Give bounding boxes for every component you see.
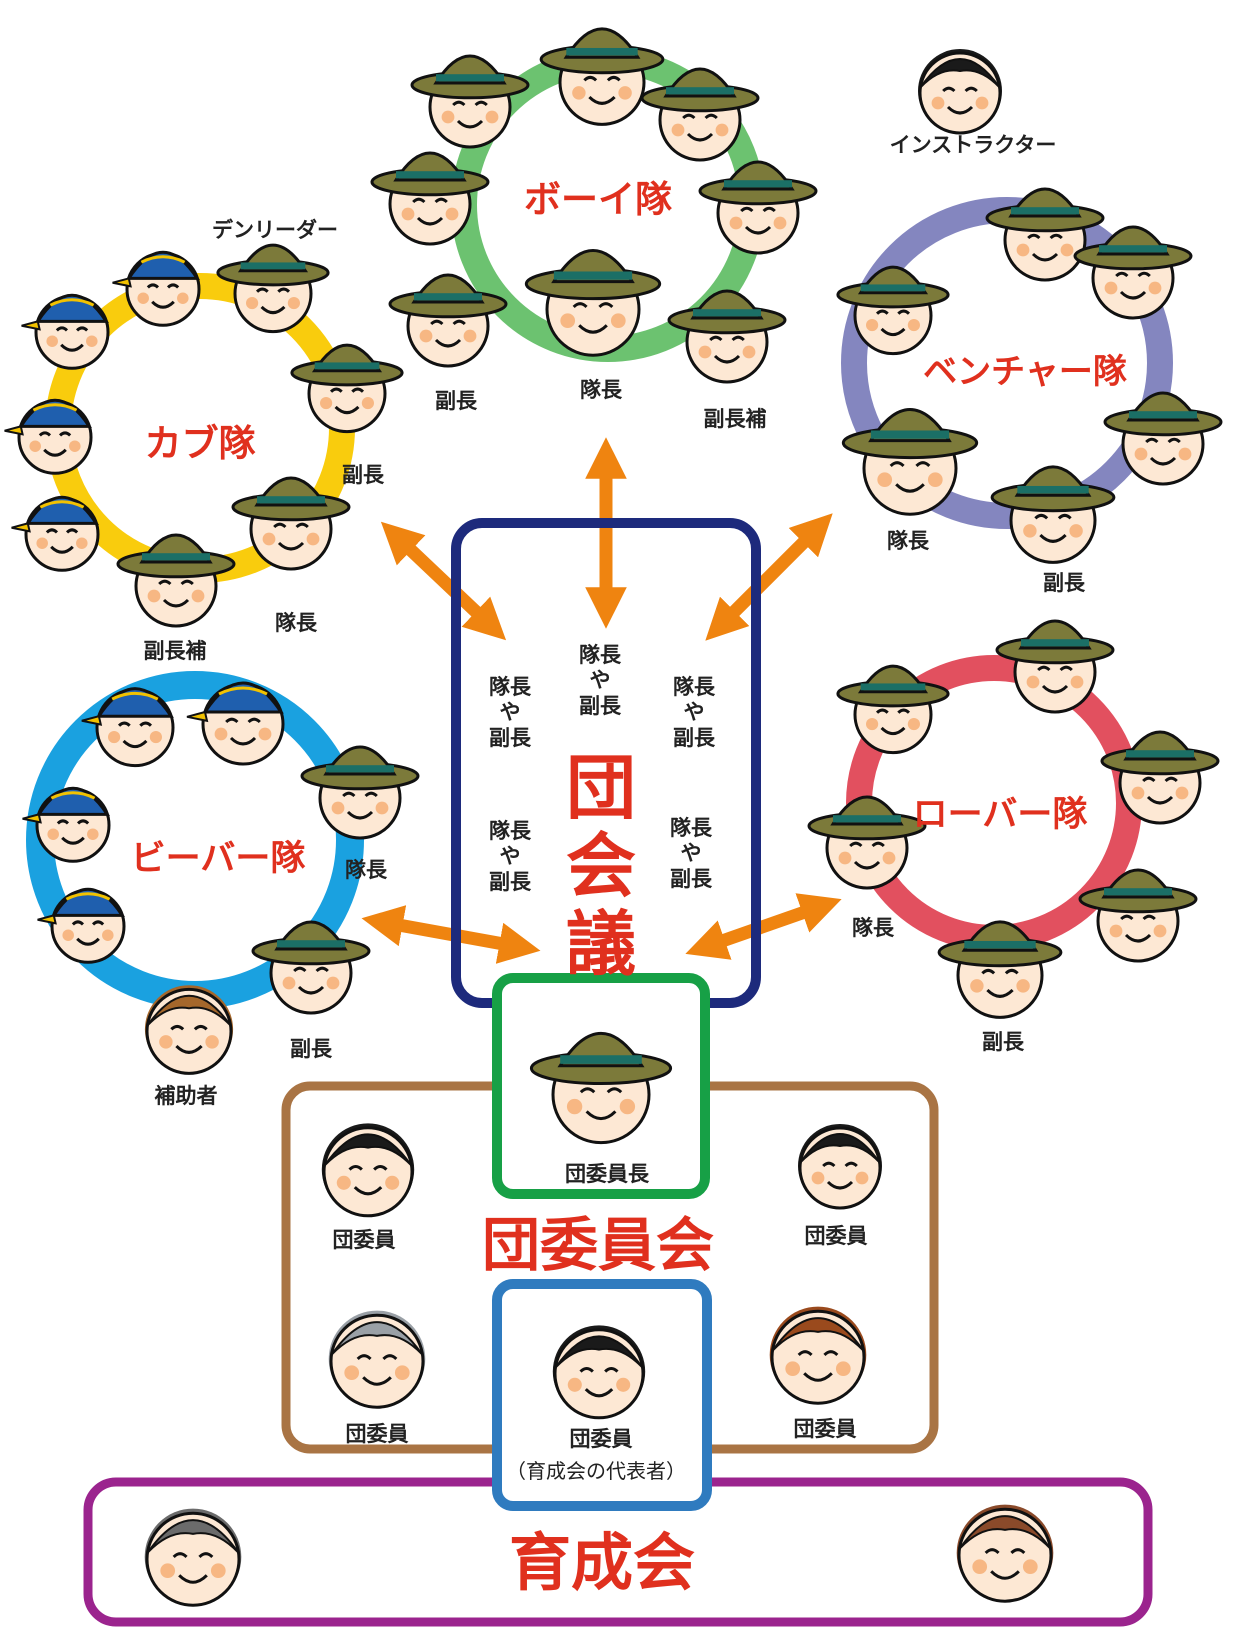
venture-scout-4: [1103, 391, 1223, 486]
committee-member-label-1: 団委員: [333, 1228, 396, 1252]
cub-label-denleader: デンリーダー: [212, 218, 338, 242]
council-left2-line1: 隊長: [489, 819, 532, 843]
boy-scout-4: [370, 151, 490, 246]
beaver-scout-4: [37, 888, 126, 964]
committee-member-label-4: 団委員: [794, 1417, 857, 1441]
committee-member-2: [798, 1124, 882, 1210]
council-top-line3: 副長: [579, 694, 622, 718]
council-left1-line2: や: [500, 700, 521, 724]
council-right1-line2: や: [684, 700, 705, 724]
council-left2-line3: 副長: [489, 870, 532, 894]
beaver-helper: [144, 985, 234, 1075]
chair-label: 団委員長: [565, 1162, 650, 1186]
council-member-right1: 隊長 や 副長: [673, 675, 716, 750]
beaver-label-helper: 補助者: [154, 1084, 218, 1108]
rep-label: 団委員: [570, 1427, 633, 1451]
rep-note: （育成会の代表者）: [506, 1459, 686, 1483]
committee-member-label-2: 団委員: [805, 1224, 868, 1248]
council-right2-line3: 副長: [670, 867, 713, 891]
cub-label-asst: 副長補: [144, 639, 207, 663]
boy-leader: [524, 249, 662, 357]
venture-label-leader: 隊長: [887, 529, 930, 553]
boy-label-asst: 副長補: [704, 407, 767, 431]
boy-scout-1: [410, 54, 530, 149]
boy-label-leader: 隊長: [580, 378, 623, 402]
boy-vice-leader: [388, 273, 508, 368]
boy-assistant-vice: [667, 289, 787, 384]
rover-scout-2: [995, 619, 1115, 714]
beaver-scout-1: [81, 687, 175, 768]
boy-label-vice: 副長: [435, 389, 478, 413]
instructor: [918, 49, 1002, 135]
rover-scout-1: [836, 664, 950, 755]
venture-scout-2: [1073, 225, 1193, 320]
committee-member-4: [769, 1306, 867, 1405]
council-left1-line3: 副長: [489, 726, 532, 750]
instructor-label: インストラクター: [890, 133, 1057, 157]
cub-assistant-vice: [116, 533, 236, 628]
committee-member-3: [328, 1310, 426, 1409]
council-right2-line1: 隊長: [670, 816, 713, 840]
council-member-right2: 隊長 や 副長: [670, 816, 713, 891]
cub-leader: [231, 476, 351, 571]
rover-scout-3: [1100, 730, 1220, 825]
arrow-rover: [685, 893, 842, 960]
rover-label-vice: 副長: [982, 1030, 1025, 1054]
committee-member-1: [321, 1123, 415, 1218]
council-title: 団会議: [566, 747, 636, 985]
arrow-cub: [380, 521, 507, 641]
council-right1-line3: 副長: [673, 726, 716, 750]
support-member-2: [956, 1504, 1054, 1603]
beaver-vice-leader: [251, 920, 371, 1015]
boy-troop-name: ボーイ隊: [524, 178, 672, 221]
council-member-left2: 隊長 や 副長: [489, 819, 532, 894]
venture-scout-1: [985, 187, 1105, 282]
cub-scout-4: [11, 496, 100, 572]
beaver-label-vice: 副長: [290, 1037, 333, 1061]
rover-vice-leader: [937, 920, 1063, 1019]
council-top-line2: や: [590, 668, 611, 692]
arrow-venture: [705, 513, 833, 641]
boy-scout-5: [698, 160, 818, 255]
cub-vice-leader: [290, 343, 404, 434]
committee-title: 団委員会: [482, 1211, 714, 1279]
support-title: 育成会: [509, 1526, 695, 1599]
council-top-line1: 隊長: [579, 643, 622, 667]
rover-troop-name: ローバー隊: [913, 795, 1088, 835]
beaver-scout-3: [22, 787, 111, 863]
characters: [4, 27, 1223, 1607]
committee-member-label-3: 団委員: [346, 1422, 409, 1446]
boy-scout-2: [539, 27, 665, 126]
council-member-top: 隊長 や 副長: [579, 643, 622, 718]
committee-chair: [529, 1031, 673, 1145]
boy-scout-3: [640, 67, 760, 162]
beaver-scout-2: [186, 681, 285, 766]
cub-troop-name: カブ隊: [145, 422, 256, 465]
rover-leader: [807, 795, 927, 890]
rover-scout-4: [1078, 868, 1198, 963]
venture-troop-name: ベンチャー隊: [923, 352, 1127, 392]
council-right2-line2: や: [681, 841, 702, 865]
venture-leader: [841, 408, 979, 516]
cub-label-vice: 副長: [342, 463, 385, 487]
cub-scout-1: [112, 251, 201, 327]
council-right1-line1: 隊長: [673, 675, 716, 699]
beaver-label-leader: 隊長: [345, 858, 388, 882]
committee-rep: [552, 1325, 646, 1420]
council-left2-line2: や: [500, 844, 521, 868]
cub-scout-3: [4, 399, 93, 475]
rover-label-leader: 隊長: [852, 916, 895, 940]
venture-vice-leader: [990, 465, 1116, 564]
beaver-leader: [300, 745, 420, 840]
council-member-left1: 隊長 や 副長: [489, 675, 532, 750]
cub-scout-2: [21, 294, 110, 370]
support-member-1: [144, 1508, 242, 1607]
cub-den-leader: [216, 243, 330, 334]
venture-scout-3: [836, 265, 950, 356]
cub-label-leader: 隊長: [275, 611, 318, 635]
council-left1-line1: 隊長: [489, 675, 532, 699]
beaver-troop-name: ビーバー隊: [131, 839, 306, 879]
venture-label-vice: 副長: [1043, 571, 1086, 595]
